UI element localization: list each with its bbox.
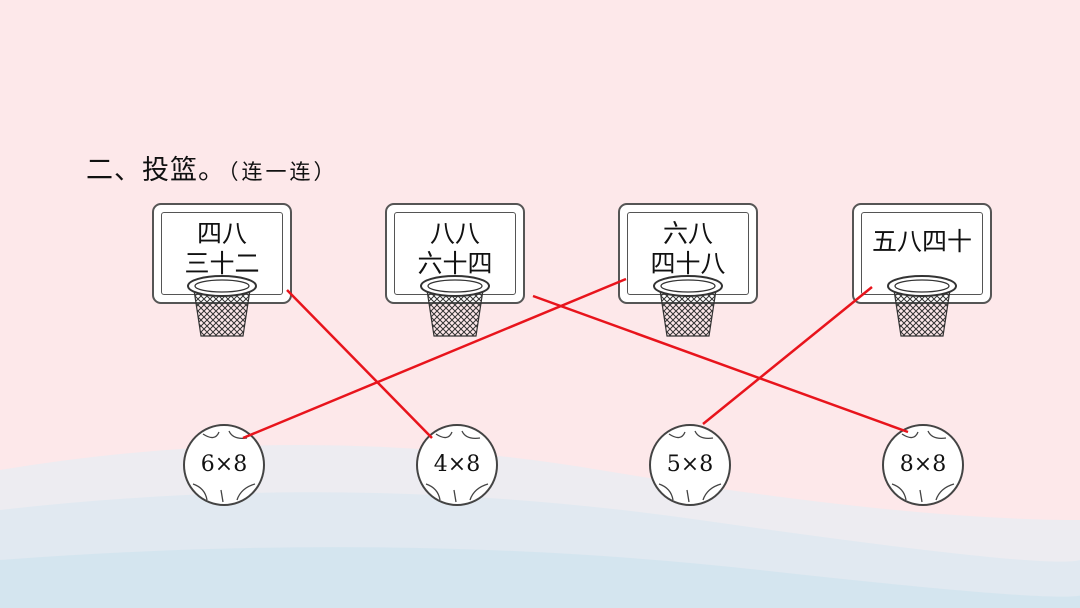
- ball-label: 5×8: [666, 452, 714, 477]
- basketball-icon: [658, 430, 722, 503]
- hoop-net-icon: [420, 275, 490, 337]
- basketball-1[interactable]: 6×8: [183, 424, 265, 506]
- backboard-text: 五八四十: [871, 227, 972, 256]
- backboard-text: 四八 三十二: [184, 219, 260, 278]
- basketball-icon: [425, 430, 489, 503]
- connection-line-2: [532, 294, 909, 434]
- backboard-text: 八八 六十四: [417, 219, 493, 278]
- basketball-icon: [192, 430, 256, 503]
- basketball-icon: [891, 430, 955, 503]
- ball-label: 4×8: [433, 452, 481, 477]
- basketball-3[interactable]: 5×8: [649, 424, 731, 506]
- ball-label: 6×8: [200, 452, 248, 477]
- ball-label: 8×8: [899, 452, 947, 477]
- hoop-net-icon: [653, 275, 723, 337]
- basketball-2[interactable]: 4×8: [416, 424, 498, 506]
- question-hint: （连一连）: [228, 160, 338, 184]
- connection-line-3: [242, 277, 627, 440]
- basketball-4[interactable]: 8×8: [882, 424, 964, 506]
- backboard-text: 六八 四十八: [650, 219, 726, 278]
- hoop-net-icon: [887, 275, 957, 337]
- hoop-net-icon: [187, 275, 257, 337]
- connection-line-1: [286, 289, 433, 439]
- question-title: 二、投篮。: [86, 155, 226, 186]
- connection-line-4: [702, 286, 873, 425]
- backboard-3: 六八 四十八: [618, 203, 758, 304]
- question-heading: 二、投篮。（连一连）: [86, 148, 338, 187]
